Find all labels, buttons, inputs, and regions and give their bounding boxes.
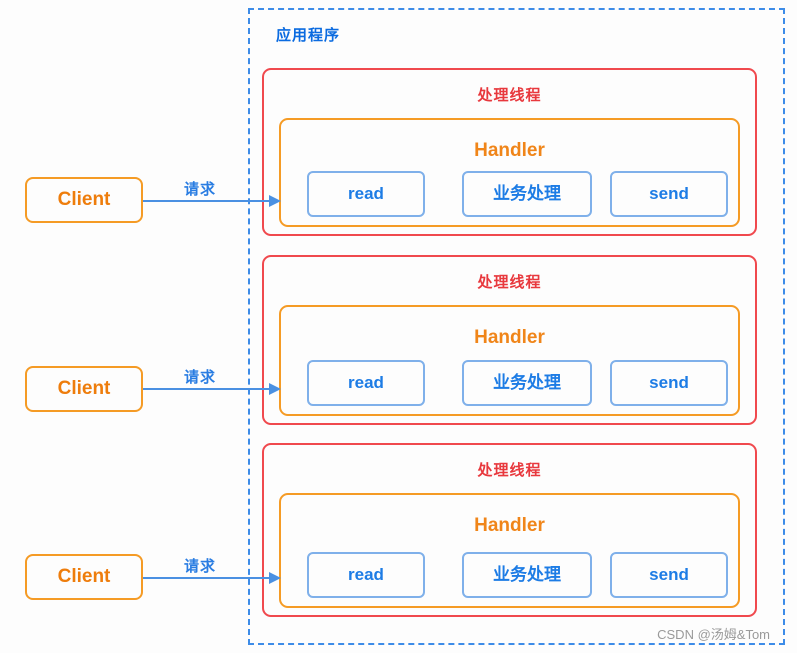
step-read-box: read	[307, 171, 425, 217]
thread-title: 处理线程	[477, 462, 542, 479]
arrow-line	[143, 200, 271, 202]
client-box-2: Client	[25, 366, 143, 412]
application-container: 应用程序	[248, 8, 785, 645]
request-label-2: 请求	[183, 369, 216, 386]
step-business-box: 业务处理	[462, 552, 592, 598]
handler-box: Handler read 业务处理 send	[279, 118, 740, 227]
arrow-head-icon	[269, 383, 281, 395]
thread-title: 处理线程	[477, 87, 542, 104]
handler-title: Handler	[474, 515, 545, 536]
request-label-1: 请求	[183, 181, 216, 198]
handler-steps-row: read 业务处理 send	[281, 360, 738, 406]
step-send-box: send	[610, 171, 728, 217]
request-label-3: 请求	[183, 558, 216, 575]
handler-box: Handler read 业务处理 send	[279, 493, 740, 608]
step-business-box: 业务处理	[462, 360, 592, 406]
request-arrow-1	[143, 193, 281, 209]
request-arrow-3	[143, 570, 281, 586]
handler-box: Handler read 业务处理 send	[279, 305, 740, 416]
arrow-head-icon	[269, 195, 281, 207]
handler-steps-row: read 业务处理 send	[281, 552, 738, 598]
handler-title: Handler	[474, 140, 545, 161]
step-read-box: read	[307, 360, 425, 406]
request-arrow-2	[143, 381, 281, 397]
step-send-box: send	[610, 360, 728, 406]
watermark: CSDN @汤姆&Tom	[657, 627, 770, 642]
client-box-3: Client	[25, 554, 143, 600]
client-box-1: Client	[25, 177, 143, 223]
step-send-box: send	[610, 552, 728, 598]
step-business-box: 业务处理	[462, 171, 592, 217]
thread-block-3: 处理线程 Handler read 业务处理 send	[262, 443, 757, 617]
arrow-line	[143, 388, 271, 390]
thread-title: 处理线程	[477, 274, 542, 291]
thread-block-1: 处理线程 Handler read 业务处理 send	[262, 68, 757, 236]
arrow-line	[143, 577, 271, 579]
handler-steps-row: read 业务处理 send	[281, 171, 738, 217]
thread-block-2: 处理线程 Handler read 业务处理 send	[262, 255, 757, 425]
step-read-box: read	[307, 552, 425, 598]
application-label: 应用程序	[276, 27, 341, 44]
arrow-head-icon	[269, 572, 281, 584]
handler-title: Handler	[474, 327, 545, 348]
